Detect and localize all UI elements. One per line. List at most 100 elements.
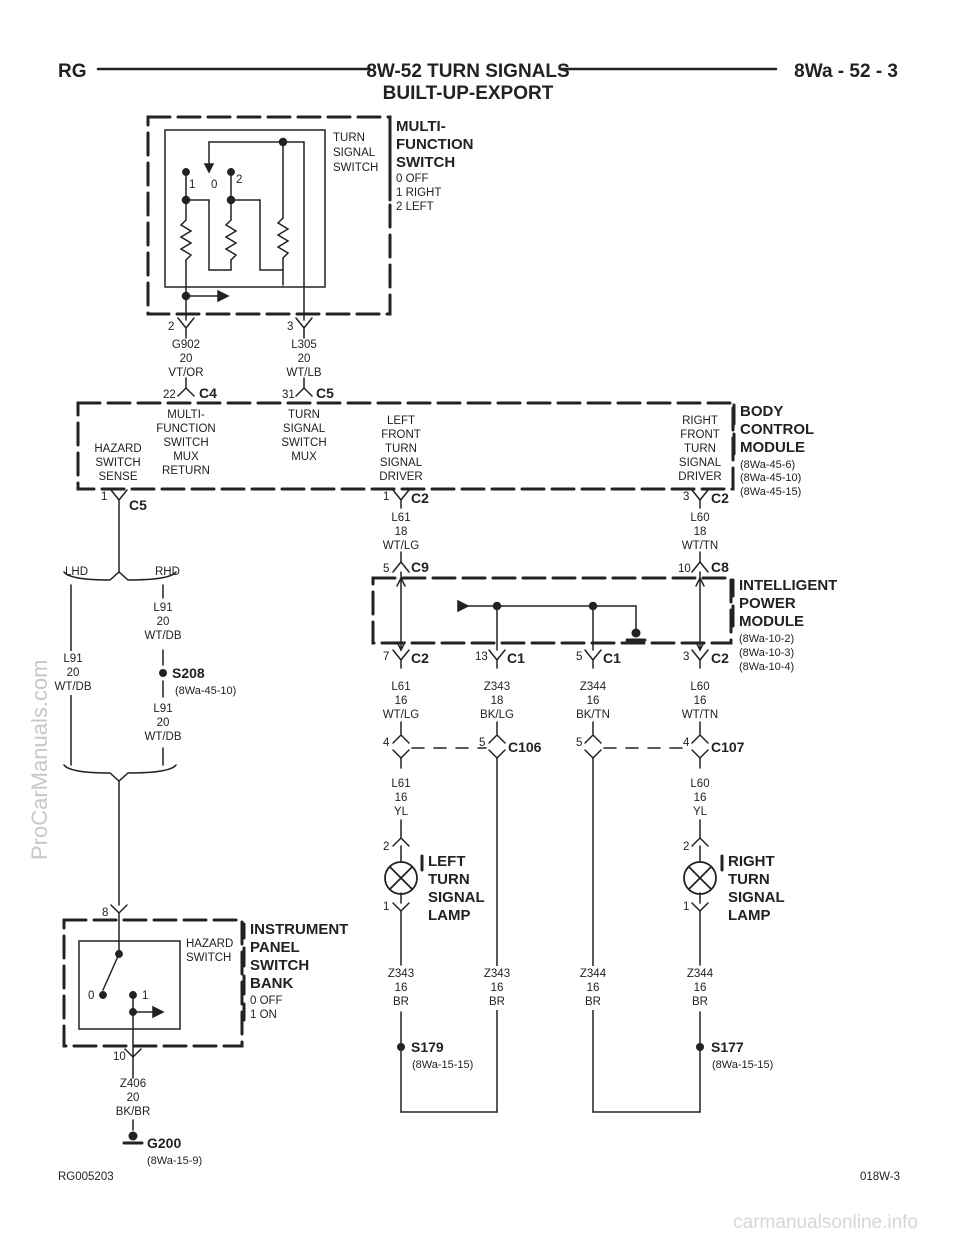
- c4-name: C4: [199, 385, 217, 401]
- svg-text:VT/OR: VT/OR: [168, 367, 203, 379]
- wire-l91-rhd: L91 20 WT/DB: [144, 602, 181, 642]
- wire-z344-lamp: Z344 16 BR: [679, 966, 721, 1010]
- mfs-pos-2: 2: [236, 174, 242, 186]
- c2-1-name: C2: [411, 490, 429, 506]
- svg-text:16: 16: [587, 982, 600, 994]
- svg-text:LEFT: LEFT: [387, 415, 415, 427]
- c5-1-pin: 1: [101, 491, 107, 503]
- bcm-right-driver-label: RIGHT FRONT TURN SIGNAL DRIVER: [678, 415, 721, 483]
- c2-7-pin: 7: [383, 651, 389, 663]
- bcm-ts-mux-label: TURN SIGNAL SWITCH MUX: [281, 409, 326, 463]
- svg-text:SWITCH: SWITCH: [163, 437, 208, 449]
- splice-s179-dot: [397, 1043, 405, 1051]
- svg-text:L91: L91: [63, 653, 82, 665]
- svg-text:BR: BR: [585, 996, 601, 1008]
- svg-text:MODULE: MODULE: [740, 439, 805, 456]
- svg-text:RIGHT: RIGHT: [682, 415, 718, 427]
- ipm-title: INTELLIGENT POWER MODULE (8Wa-10-2) (8Wa…: [731, 577, 837, 673]
- svg-text:FUNCTION: FUNCTION: [396, 136, 474, 153]
- splice-s179: S179: [411, 1039, 444, 1055]
- svg-text:WT/DB: WT/DB: [144, 630, 181, 642]
- svg-text:16: 16: [694, 982, 707, 994]
- left-lamp-icon: [384, 861, 418, 895]
- svg-text:16: 16: [395, 792, 408, 804]
- mfs-title: MULTI- FUNCTION SWITCH 0 OFF 1 RIGHT 2 L…: [388, 118, 474, 213]
- c107-name: C107: [711, 739, 745, 755]
- svg-text:FRONT: FRONT: [680, 429, 720, 441]
- svg-text:WT/LB: WT/LB: [286, 367, 321, 379]
- svg-text:Z344: Z344: [580, 968, 607, 980]
- svg-text:(8Wa-45-15): (8Wa-45-15): [740, 486, 801, 498]
- svg-text:SIGNAL: SIGNAL: [380, 457, 423, 469]
- wire-l305: L305 20 WT/LB: [286, 339, 321, 379]
- svg-text:0 OFF: 0 OFF: [396, 173, 429, 185]
- svg-text:18: 18: [395, 526, 408, 538]
- svg-text:WT/TN: WT/TN: [682, 540, 718, 552]
- svg-text:TURN: TURN: [728, 871, 770, 888]
- svg-text:SWITCH: SWITCH: [396, 154, 455, 171]
- multifunction-switch: [146, 115, 392, 321]
- svg-text:16: 16: [395, 695, 408, 707]
- splice-s177-dot: [696, 1043, 704, 1051]
- svg-text:SIGNAL: SIGNAL: [679, 457, 722, 469]
- bcm-left-driver-label: LEFT FRONT TURN SIGNAL DRIVER: [379, 415, 422, 483]
- splice-s208: S208: [172, 665, 205, 681]
- c1-5-pin: 5: [576, 651, 582, 663]
- svg-text:(8Wa-45-10): (8Wa-45-10): [740, 472, 801, 484]
- svg-text:BODY: BODY: [740, 403, 783, 420]
- c107-pin-5: 5: [576, 737, 582, 749]
- c5-31-name: C5: [316, 385, 334, 401]
- svg-text:Z344: Z344: [580, 681, 607, 693]
- ipm-ground-dot: [631, 628, 641, 638]
- mfs-pos-0: 0: [211, 179, 217, 191]
- svg-text:LAMP: LAMP: [428, 907, 471, 924]
- ipm-internals: [396, 571, 705, 652]
- svg-text:L61: L61: [391, 512, 410, 524]
- svg-text:(8Wa-10-2): (8Wa-10-2): [739, 633, 794, 645]
- svg-text:INSTRUMENT: INSTRUMENT: [250, 921, 348, 938]
- hazard-switch-label: HAZARD SWITCH: [186, 938, 233, 964]
- svg-text:PANEL: PANEL: [250, 939, 300, 956]
- c2-3-name: C2: [711, 490, 729, 506]
- bcm-hazard-label: HAZARD SWITCH SENSE: [94, 443, 141, 483]
- c2-7-name: C2: [411, 650, 429, 666]
- svg-text:TURN: TURN: [333, 132, 365, 144]
- turn-signal-switch-label: TURN SIGNAL SWITCH: [333, 132, 378, 174]
- svg-text:SWITCH: SWITCH: [250, 957, 309, 974]
- rhd-label: RHD: [155, 566, 180, 578]
- svg-text:YL: YL: [693, 806, 708, 818]
- svg-text:SWITCH: SWITCH: [186, 952, 231, 964]
- svg-text:WT/DB: WT/DB: [144, 731, 181, 743]
- svg-text:L60: L60: [690, 681, 709, 693]
- svg-text:L60: L60: [690, 512, 709, 524]
- svg-text:MUX: MUX: [291, 451, 317, 463]
- c5-1-name: C5: [129, 497, 147, 513]
- svg-text:SWITCH: SWITCH: [281, 437, 326, 449]
- mfs-pins: [177, 317, 313, 339]
- svg-text:1 RIGHT: 1 RIGHT: [396, 187, 441, 199]
- svg-text:SENSE: SENSE: [99, 471, 138, 483]
- svg-text:SIGNAL: SIGNAL: [728, 889, 785, 906]
- svg-text:TURN: TURN: [288, 409, 320, 421]
- svg-text:16: 16: [694, 792, 707, 804]
- svg-text:16: 16: [694, 695, 707, 707]
- svg-text:L61: L61: [391, 778, 410, 790]
- svg-text:RETURN: RETURN: [162, 465, 210, 477]
- ground-g200-icon: [122, 1131, 144, 1145]
- right-lamp-pin-2: 2: [683, 841, 689, 853]
- svg-text:Z406: Z406: [120, 1078, 146, 1090]
- svg-text:20: 20: [67, 667, 80, 679]
- svg-text:WT/TN: WT/TN: [682, 709, 718, 721]
- c8-name: C8: [711, 559, 729, 575]
- footer-left: RG005203: [58, 1171, 114, 1183]
- splice-s208-dot: [159, 669, 167, 677]
- c1-13-name: C1: [507, 650, 525, 666]
- wire-l60-18: L60 18 WT/TN: [682, 512, 718, 552]
- c4-pin: 22: [163, 389, 176, 401]
- c2-3-pin: 3: [683, 491, 689, 503]
- hazard-pos-1: 1: [142, 990, 148, 1002]
- svg-text:DRIVER: DRIVER: [678, 471, 721, 483]
- wire-l61-yl: L61 16 YL: [391, 778, 410, 818]
- mfs-pin-3: 3: [287, 321, 293, 333]
- ipsb-pin-10: 10: [113, 1051, 126, 1063]
